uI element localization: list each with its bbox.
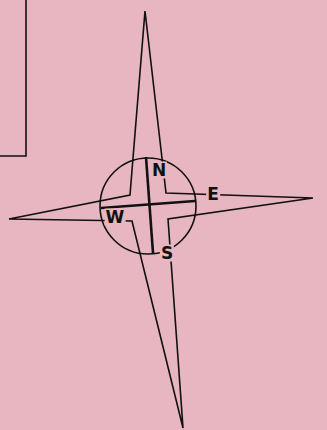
- compass-circle: [100, 158, 196, 254]
- direction-letter: W: [105, 209, 126, 226]
- direction-letter: S: [160, 245, 174, 262]
- frame-corner: [0, 0, 26, 156]
- direction-letter: E: [206, 186, 220, 203]
- direction-letter: N: [151, 162, 167, 179]
- west-east-line: [101, 201, 195, 208]
- compass-star: [9, 11, 313, 428]
